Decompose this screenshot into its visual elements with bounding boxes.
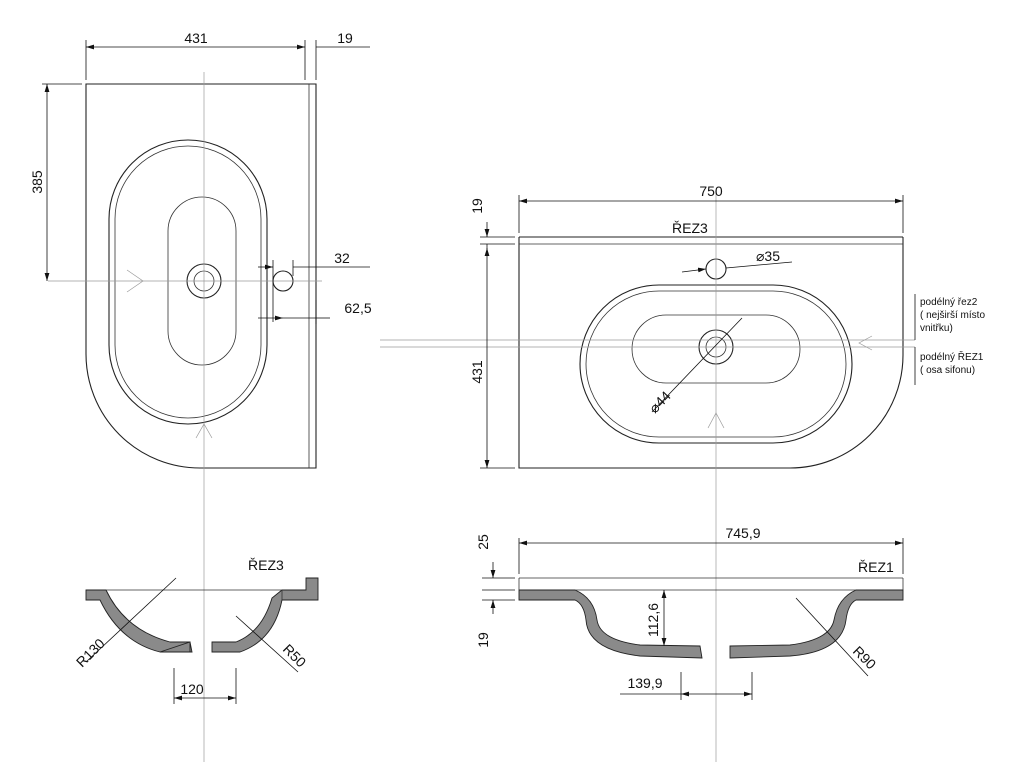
dim-750-label: 750 [699, 183, 723, 199]
dim-line-r130 [85, 577, 177, 663]
dim-120-label: 120 [180, 681, 204, 697]
left-section-label: ŘEZ3 [248, 557, 284, 573]
left-bowl-inner [114, 145, 262, 419]
left-section-view: R130 R50 120 ŘEZ3 [73, 557, 319, 704]
dim-19-section-label: 19 [475, 632, 491, 648]
left-basin-outline [85, 83, 317, 469]
dim-25-label: 25 [475, 534, 491, 550]
left-section-profile-right [211, 577, 319, 653]
dim-r130-label: R130 [73, 635, 108, 670]
left-section-profile [85, 589, 193, 653]
right-section-top-right [729, 589, 904, 659]
cut1-note-line1: podélný ŘEZ1 [920, 350, 984, 363]
dim-745-9-label: 745,9 [725, 525, 760, 541]
right-top-view: ŘEZ3 750 19 431 ⌀35 ⌀44 podélný řez2 ( n… [380, 183, 985, 762]
cut2-note-line3: vnitřku) [920, 323, 953, 334]
dim-line-35 [681, 267, 707, 273]
dim-44-label: ⌀44 [646, 388, 674, 417]
left-cut-arrow-up [195, 423, 213, 439]
left-bowl-outer [108, 139, 268, 425]
dim-19-right-label: 19 [469, 198, 485, 214]
right-section-label: ŘEZ1 [858, 559, 894, 575]
dim-r90-label: R90 [850, 643, 880, 673]
left-top-view: 431 19 385 32 62,5 [29, 30, 372, 762]
right-cut-arrow [858, 335, 873, 351]
right-section-view: ŘEZ1 745,9 25 19 112,6 R90 139,9 [475, 525, 904, 700]
dim-19-label: 19 [337, 30, 353, 46]
cut1-note-line2: ( osa sifonu) [920, 365, 975, 376]
cut2-note-line1: podélný řez2 [920, 297, 978, 308]
dim-139-9-label: 139,9 [627, 675, 662, 691]
dim-line-44 [651, 317, 743, 413]
dim-line-r90 [795, 597, 869, 677]
cut2-note-line2: ( nejširší místo [920, 310, 985, 321]
dim-385-label: 385 [29, 170, 45, 194]
dim-line-r50 [235, 615, 299, 673]
right-cut-arrow-up [707, 412, 725, 429]
dim-r50-label: R50 [280, 641, 310, 671]
right-basin-outline [518, 237, 904, 469]
right-section-label: ŘEZ3 [672, 220, 708, 236]
dim-35-label: ⌀35 [756, 248, 780, 264]
right-section-top-left [518, 589, 703, 659]
dim-62-5-label: 62,5 [344, 300, 371, 316]
left-cut-arrow [126, 269, 144, 293]
dim-32-label: 32 [334, 250, 350, 266]
dim-431-right-label: 431 [469, 360, 485, 384]
dim-431-label: 431 [184, 30, 208, 46]
dim-112-6-label: 112,6 [645, 603, 661, 637]
